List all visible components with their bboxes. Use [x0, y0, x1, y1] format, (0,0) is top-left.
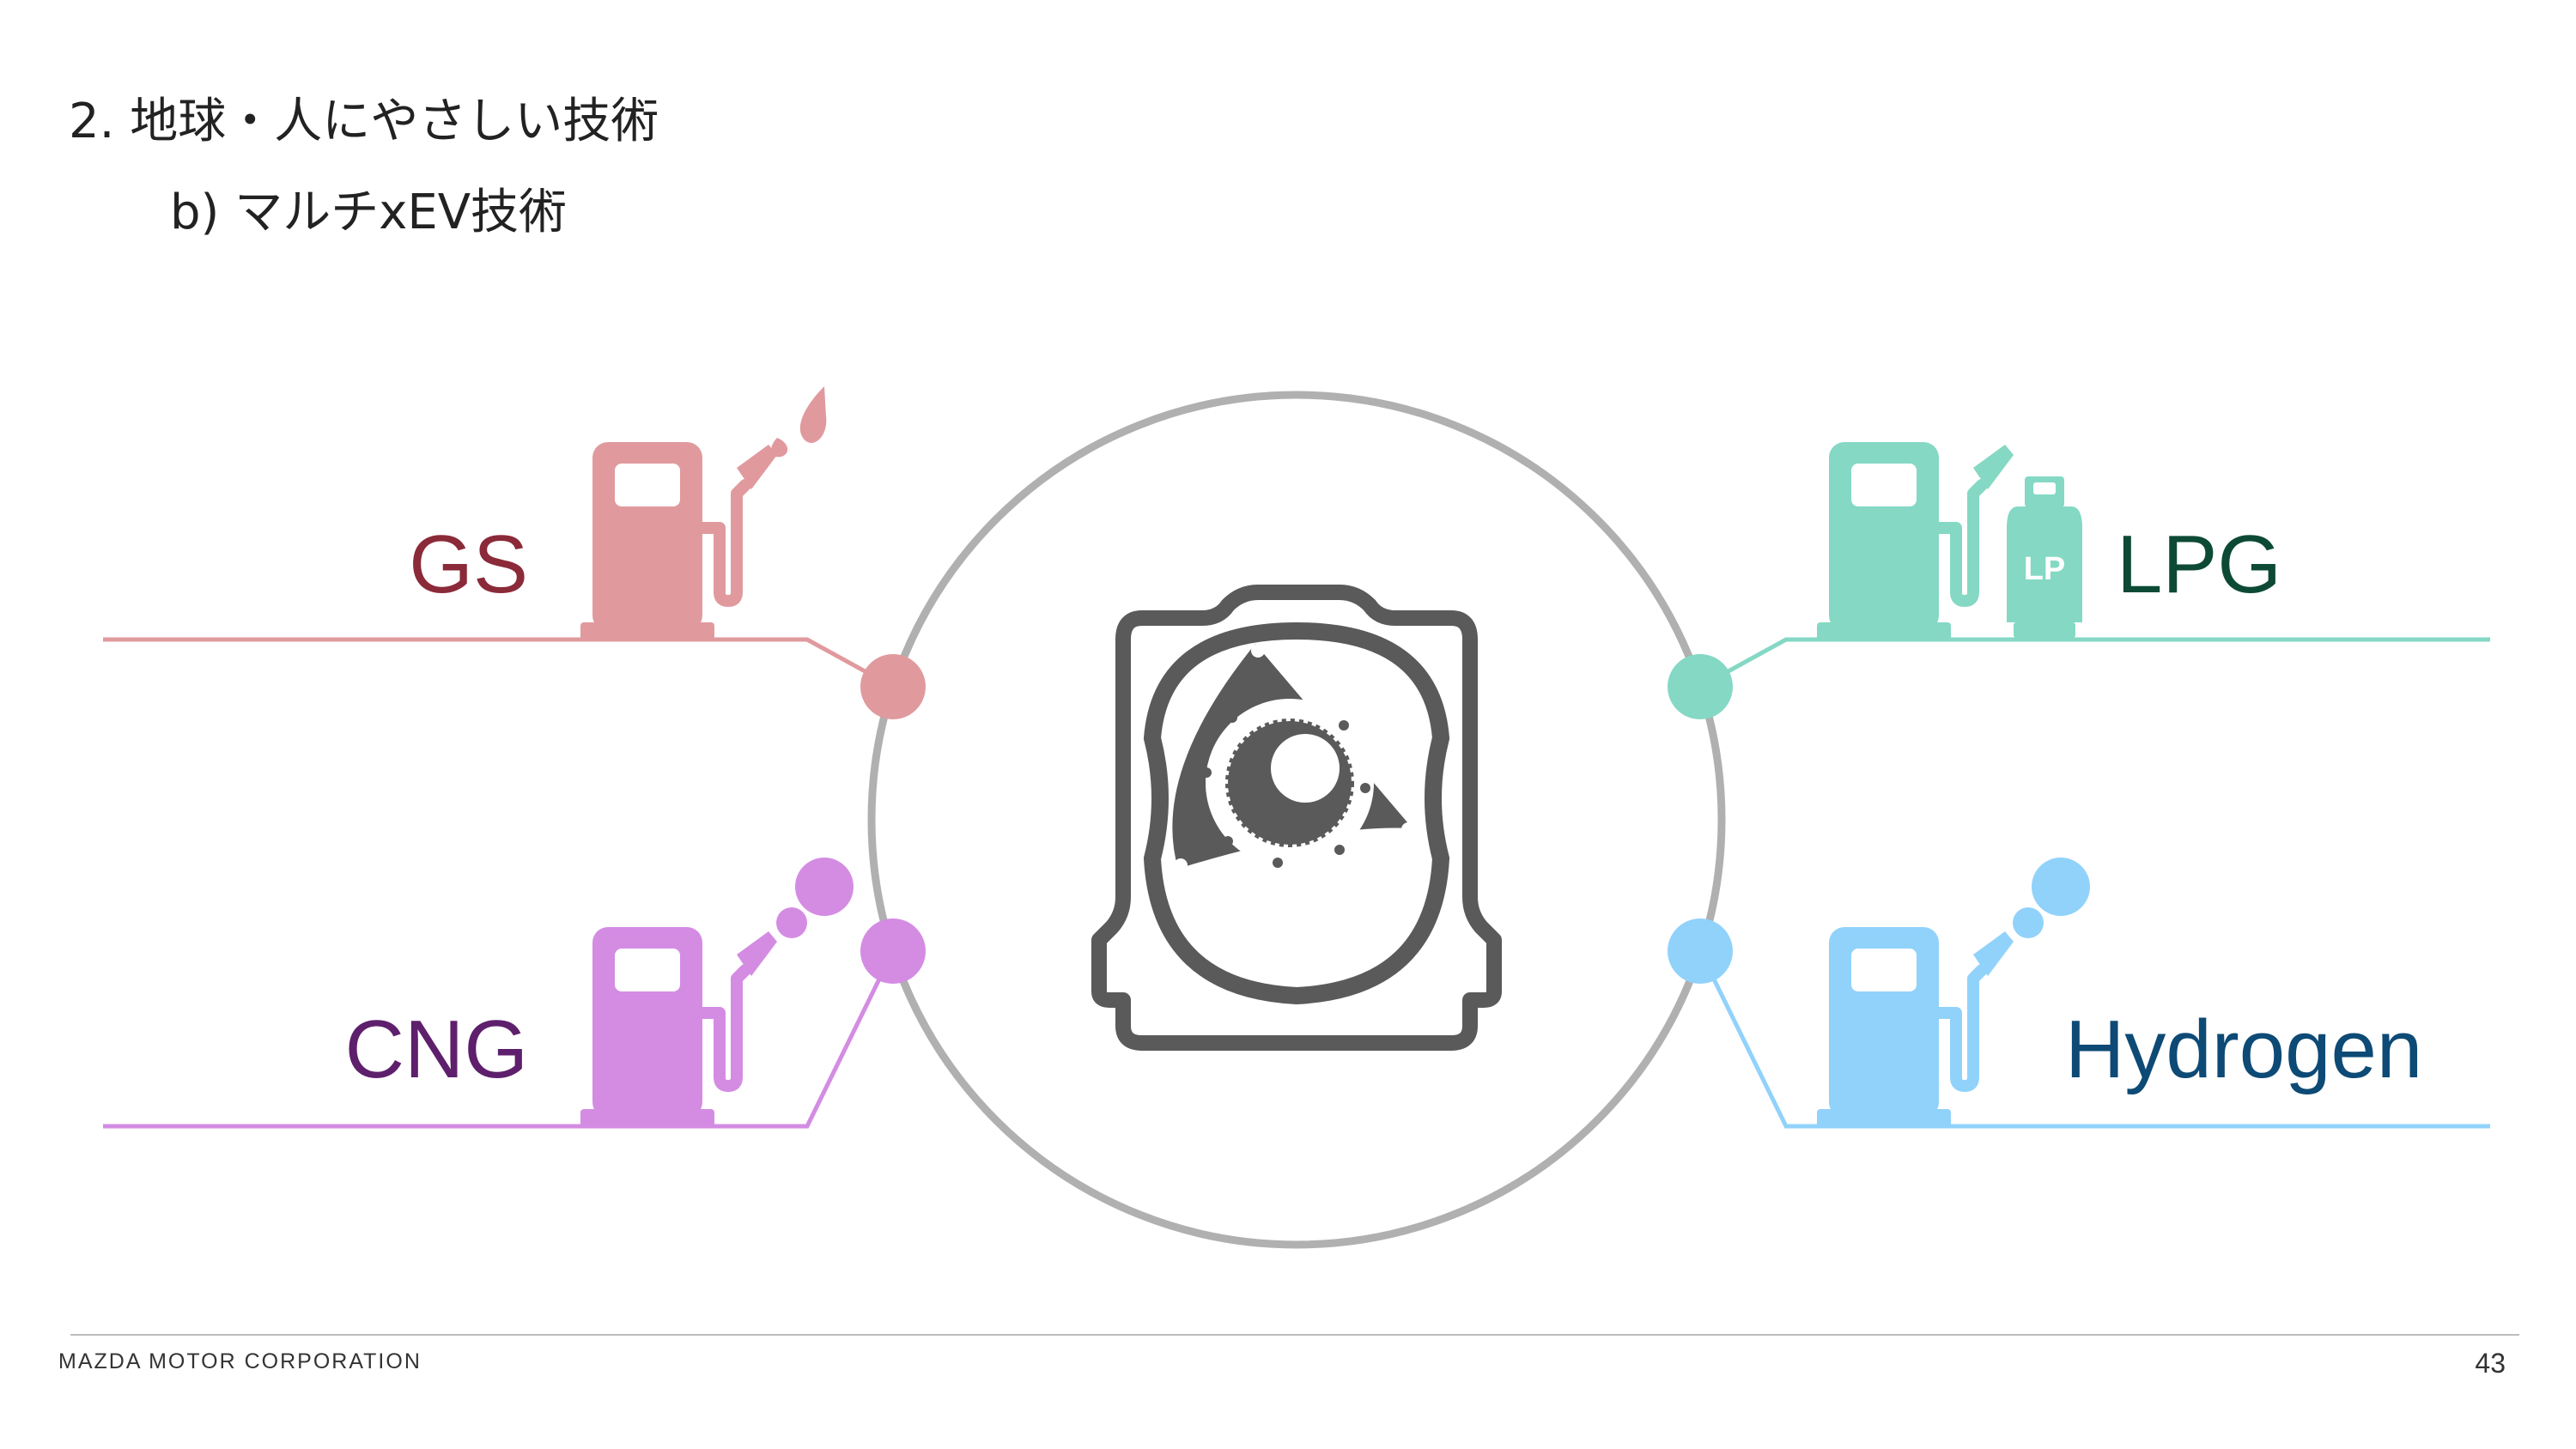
rotary-engine-icon [1091, 585, 1502, 1051]
gs-group: GS [103, 386, 926, 719]
cng-connector-line [103, 949, 896, 1129]
hydrogen-connector-line [1698, 949, 2490, 1129]
gs-fuel-drop-small-icon [771, 438, 788, 458]
hydrogen-group: Hydrogen [1668, 858, 2490, 1129]
hydrogen-fuel-pump-icon [1817, 927, 2014, 1128]
cng-fuel-pump-icon [580, 927, 777, 1128]
gs-label: GS [409, 518, 528, 610]
lpg-fuel-pump-icon [1817, 442, 2014, 641]
hydrogen-bubble-large-icon [2032, 858, 2090, 916]
slide-title: 2. 地球・人にやさしい技術 [69, 94, 659, 149]
page-number: 43 [2475, 1348, 2506, 1379]
lpg-connector-line [1698, 637, 2490, 689]
cng-gas-bubble-small-icon [776, 907, 807, 938]
hydrogen-label: Hydrogen [2065, 1003, 2422, 1095]
lpg-gas-cylinder-icon [2007, 476, 2082, 638]
gs-node [860, 654, 926, 719]
footer-divider [70, 1334, 2519, 1336]
gs-fuel-pump-icon [580, 442, 777, 641]
hydrogen-bubble-small-icon [2013, 907, 2044, 938]
company-name: MAZDA MOTOR CORPORATION [58, 1349, 422, 1373]
cng-node [860, 919, 926, 984]
center-ring [867, 391, 1726, 1249]
lpg-label: LPG [2117, 518, 2281, 610]
cng-label: CNG [345, 1003, 528, 1095]
lpg-cylinder-badge: LP [2024, 551, 2066, 587]
slide-subtitle: b) マルチxEV技術 [170, 185, 568, 240]
cng-gas-bubble-large-icon [795, 858, 854, 916]
hydrogen-node [1668, 919, 1733, 984]
gs-fuel-drop-icon [799, 386, 827, 443]
lpg-group: LPG LP [1668, 442, 2490, 719]
cng-group: CNG [103, 858, 926, 1129]
lpg-node [1668, 654, 1733, 719]
gs-connector-line [103, 637, 895, 689]
